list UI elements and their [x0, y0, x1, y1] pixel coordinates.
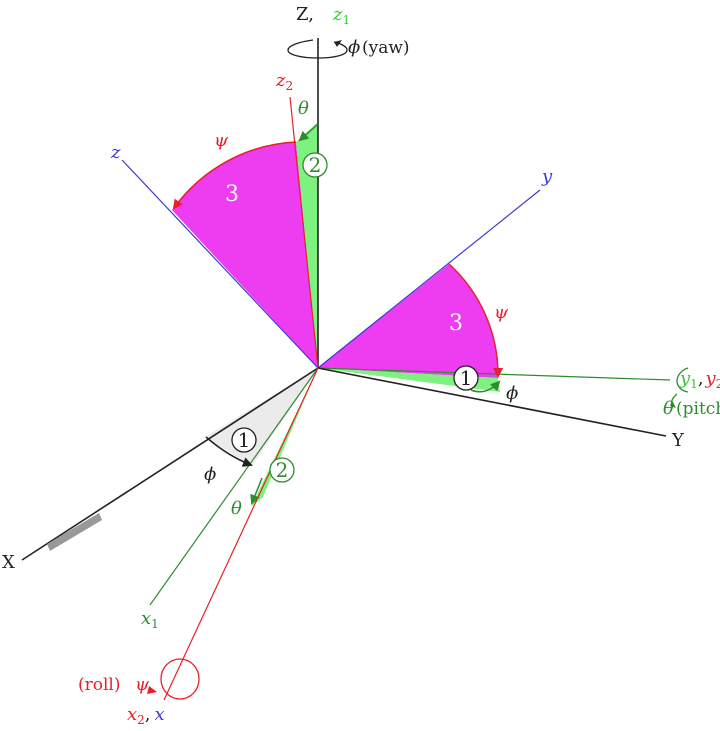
- x-axis-hatch: [47, 513, 102, 551]
- step-circle-3-z: 3: [225, 182, 239, 207]
- phi-sector-y: [318, 368, 500, 392]
- label-X: X: [2, 552, 15, 573]
- label-phi-x: ϕ: [204, 464, 216, 485]
- label-y1-y2: y1,y2: [679, 368, 720, 391]
- label-z: z: [110, 142, 121, 163]
- step-label-3-z: 3: [225, 182, 239, 207]
- step-label-1-x: 1: [238, 428, 251, 452]
- x2-axis: [163, 367, 319, 701]
- phi-arc-x: [205, 436, 253, 467]
- step-label-1-y: 1: [460, 366, 473, 390]
- label-theta-pitch: θ: [663, 398, 674, 419]
- psi-sector-y: [318, 264, 499, 378]
- step-label-2-x: 2: [276, 458, 289, 482]
- step-circle-1-x: 1: [231, 427, 257, 453]
- psi-arc-z: [172, 141, 297, 210]
- label-roll: (roll): [78, 675, 121, 695]
- label-theta-z: θ: [298, 98, 309, 119]
- pitch-rotation-icon: [670, 367, 689, 408]
- label-Y: Y: [671, 430, 685, 451]
- step-circle-3-y: 3: [449, 311, 463, 336]
- label-psi-z: ψ: [214, 130, 229, 151]
- phi-arc-y: [470, 380, 501, 393]
- label-pitch: (pitch): [676, 399, 720, 419]
- y-axis: [317, 189, 541, 369]
- label-phi-y: ϕ: [506, 383, 518, 404]
- step-circle-2-z: 2: [302, 152, 328, 178]
- label-psi-roll: ψ: [135, 674, 150, 695]
- theta-sector-z: [296, 122, 318, 368]
- label-Z: Z,: [296, 4, 314, 25]
- step-circle-1-y: 1: [453, 365, 479, 391]
- roll-rotation-icon: [147, 658, 200, 700]
- label-z2: z2: [275, 70, 293, 93]
- label-yaw: (yaw): [362, 38, 410, 58]
- X-axis: [21, 367, 319, 561]
- theta-arc-x: [250, 477, 263, 505]
- label-y: y: [541, 166, 553, 187]
- label-z1: z1: [332, 4, 350, 27]
- label-x1: x1: [141, 608, 159, 631]
- label-phi-yaw: ϕ: [348, 37, 360, 58]
- label-x2-x: x2,x: [127, 704, 165, 727]
- psi-arc-y: [448, 263, 504, 378]
- label-theta-x: θ: [231, 498, 242, 519]
- Y-axis: [317, 367, 667, 437]
- step-label-3-y: 3: [449, 311, 463, 336]
- label-psi-y: ψ: [494, 302, 509, 323]
- x1-axis: [149, 367, 319, 606]
- step-circle-2-x: 2: [269, 457, 295, 483]
- z-axis: [121, 159, 319, 369]
- theta-arc-z: [298, 123, 319, 142]
- step-label-2-z: 2: [309, 153, 322, 177]
- yaw-rotation-icon: [287, 39, 348, 59]
- phi-sector-x: [205, 368, 318, 466]
- psi-sector-z: [172, 142, 318, 368]
